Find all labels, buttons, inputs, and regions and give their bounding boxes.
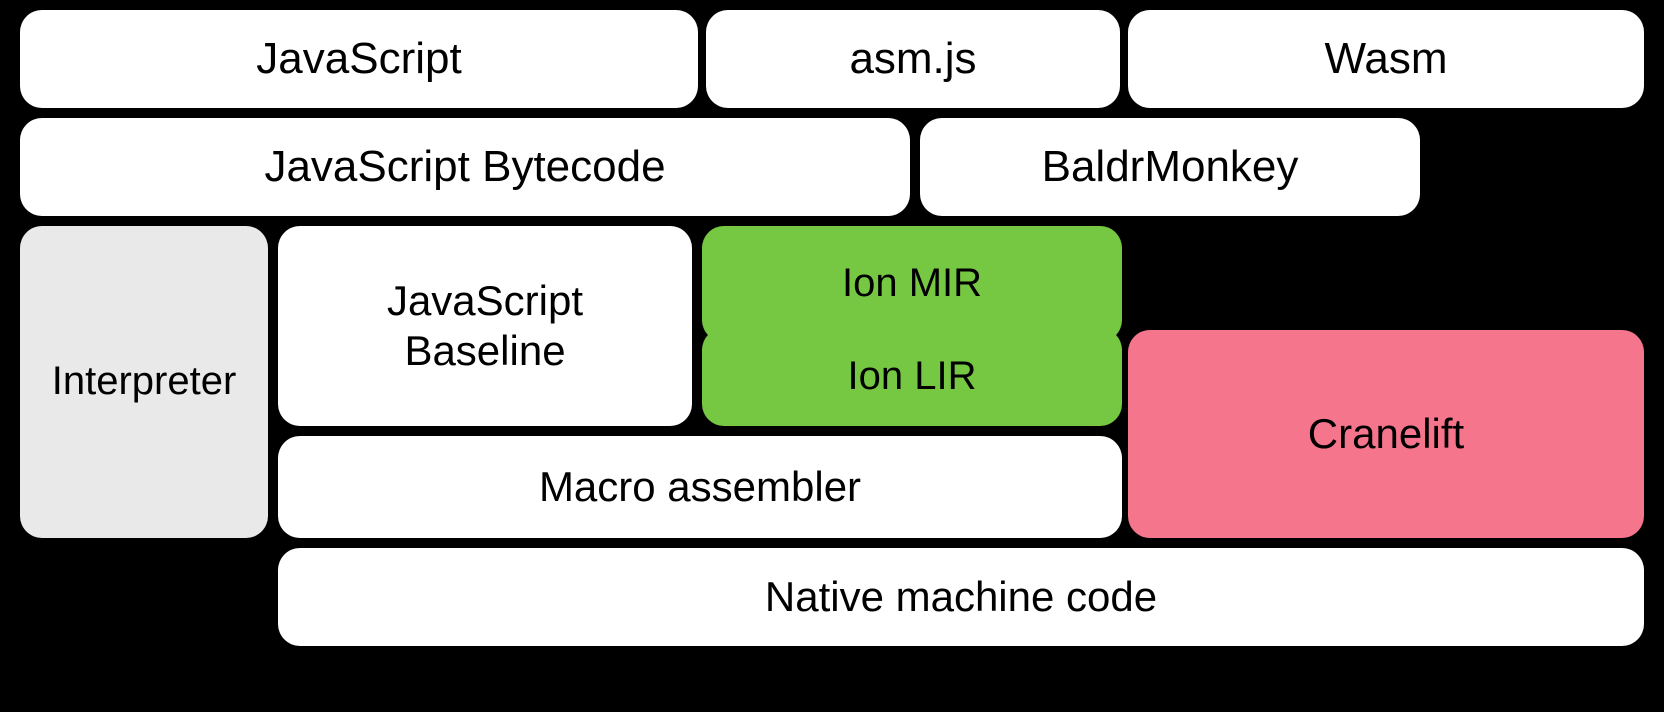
node-native-machine-code[interactable]: Native machine code (278, 548, 1644, 646)
node-label-baldrmonkey: BaldrMonkey (1041, 142, 1299, 192)
node-interpreter[interactable]: Interpreter (20, 226, 268, 538)
node-javascript[interactable]: JavaScript (20, 10, 698, 108)
node-label-ion-lir: Ion LIR (847, 354, 977, 399)
node-label-wasm: Wasm (1324, 34, 1448, 84)
node-asm-js[interactable]: asm.js (706, 10, 1120, 108)
node-wasm[interactable]: Wasm (1128, 10, 1644, 108)
node-label-javascript: JavaScript (256, 34, 462, 84)
node-cranelift[interactable]: Cranelift (1128, 330, 1644, 538)
node-javascript-bytecode[interactable]: JavaScript Bytecode (20, 118, 910, 216)
node-label-native-machine-code: Native machine code (764, 573, 1158, 621)
node-macro-assembler[interactable]: Macro assembler (278, 436, 1122, 538)
node-label-ion-mir: Ion MIR (841, 261, 983, 306)
node-label-javascript-bytecode: JavaScript Bytecode (264, 142, 666, 192)
node-baldrmonkey[interactable]: BaldrMonkey (920, 118, 1420, 216)
node-label-javascript-baseline: JavaScript Baseline (386, 277, 584, 374)
node-label-macro-assembler: Macro assembler (538, 463, 862, 511)
node-label-cranelift: Cranelift (1307, 410, 1465, 458)
node-ion-mir[interactable]: Ion MIR (702, 226, 1122, 342)
node-label-interpreter: Interpreter (51, 359, 237, 404)
node-label-asm-js: asm.js (849, 34, 977, 84)
node-ion-lir[interactable]: Ion LIR (702, 328, 1122, 426)
node-javascript-baseline[interactable]: JavaScript Baseline (278, 226, 692, 426)
